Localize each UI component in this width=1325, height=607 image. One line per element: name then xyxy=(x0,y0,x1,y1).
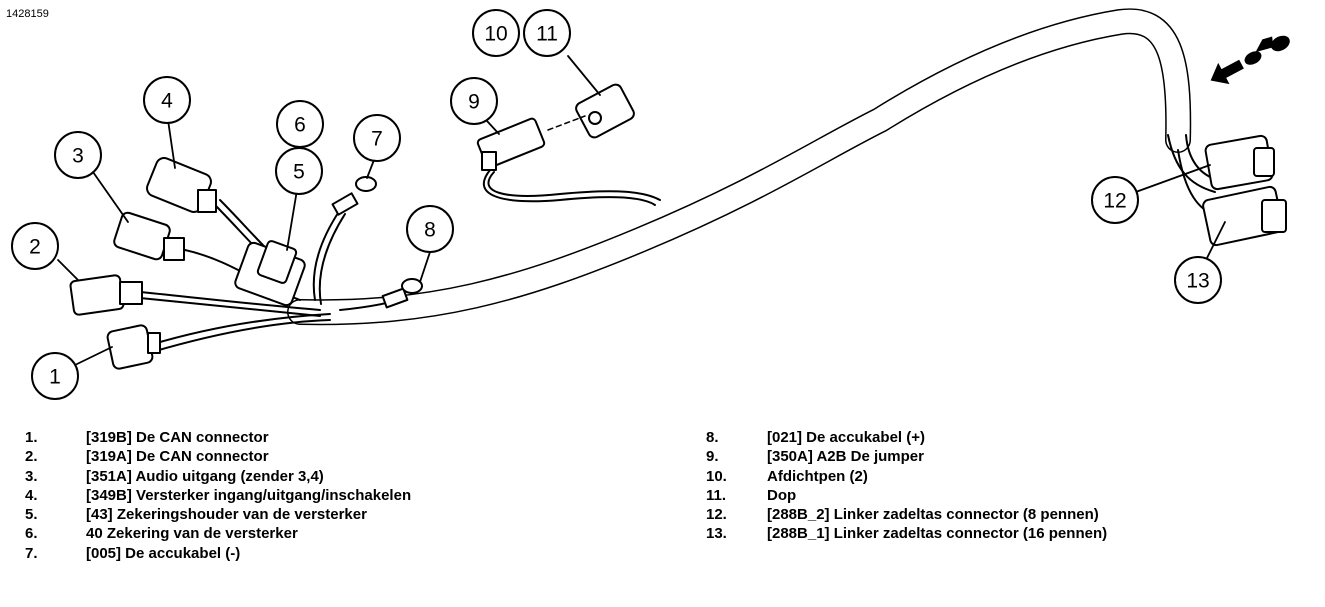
connector-288b-2 xyxy=(1204,134,1275,191)
figure-id: 1428159 xyxy=(6,8,49,20)
callout-8: 8 xyxy=(424,219,436,242)
callout-4: 4 xyxy=(161,90,173,113)
connector-288b-1 xyxy=(1202,185,1287,247)
legend-item-1: 1.[319B] De CAN connector xyxy=(25,429,269,446)
ring-terminal-005 xyxy=(331,176,377,216)
fuse-holder-43 xyxy=(234,240,306,307)
legend-item-6: 6.40 Zekering van de versterker xyxy=(25,525,298,543)
callout-9: 9 xyxy=(468,91,480,114)
a2b-jumper-wire xyxy=(483,169,661,206)
main-harness-trunk xyxy=(287,8,1192,326)
connector-319b xyxy=(106,324,161,370)
dashed-guide-line xyxy=(547,115,586,131)
a2b-jumper-connector xyxy=(476,117,546,171)
callout-1: 1 xyxy=(49,366,61,389)
legend-right-column: 8.[021] De accukabel (+) 9.[350A] A2B De… xyxy=(706,428,1107,544)
legend-left-column: 1.[319B] De CAN connector 2.[319A] De CA… xyxy=(25,428,411,563)
legend-item-4: 4.[349B] Versterker ingang/uitgang/insch… xyxy=(25,486,412,504)
callout-circles xyxy=(11,9,1222,400)
callout-3: 3 xyxy=(72,145,84,168)
callout-12: 12 xyxy=(1103,190,1126,213)
callout-10: 10 xyxy=(484,23,507,46)
legend-item-2: 2.[319A] De CAN connector xyxy=(25,448,269,466)
callout-5: 5 xyxy=(293,161,305,184)
leader-lines xyxy=(57,55,1226,366)
connector-349b xyxy=(146,157,217,213)
cap-dop xyxy=(575,83,635,139)
connector-319a xyxy=(69,274,143,316)
legend-item-8: 8.[021] De accukabel (+) xyxy=(706,429,925,446)
legend-item-10: 10.Afdichtpen (2) xyxy=(706,467,868,485)
ring-terminal-021 xyxy=(381,278,423,309)
callout-13: 13 xyxy=(1186,270,1209,293)
connector-351a xyxy=(113,211,185,261)
legend-item-12: 12.[288B_2] Linker zadeltas connector (8… xyxy=(706,506,1099,524)
front-direction-motorcycle-icon xyxy=(1210,35,1290,85)
legend-item-13: 13.[288B_1] Linker zadeltas connector (1… xyxy=(706,525,1108,543)
legend-item-9: 9.[350A] A2B De jumper xyxy=(706,448,924,466)
legend-item-3: 3.[351A] Audio uitgang (zender 3,4) xyxy=(25,467,324,485)
callout-2: 2 xyxy=(29,236,41,259)
callout-7: 7 xyxy=(371,128,383,151)
callout-6: 6 xyxy=(294,114,306,137)
legend-item-11: 11.Dop xyxy=(706,486,797,504)
callout-11: 11 xyxy=(536,23,558,46)
wiring-harness-diagram: 1 2 3 4 6 5 7 8 9 10 11 12 13 xyxy=(11,8,1290,400)
legend-item-7: 7.[005] De accukabel (-) xyxy=(25,544,241,562)
legend-item-5: 5.[43] Zekeringshouder van de versterker xyxy=(25,506,367,524)
